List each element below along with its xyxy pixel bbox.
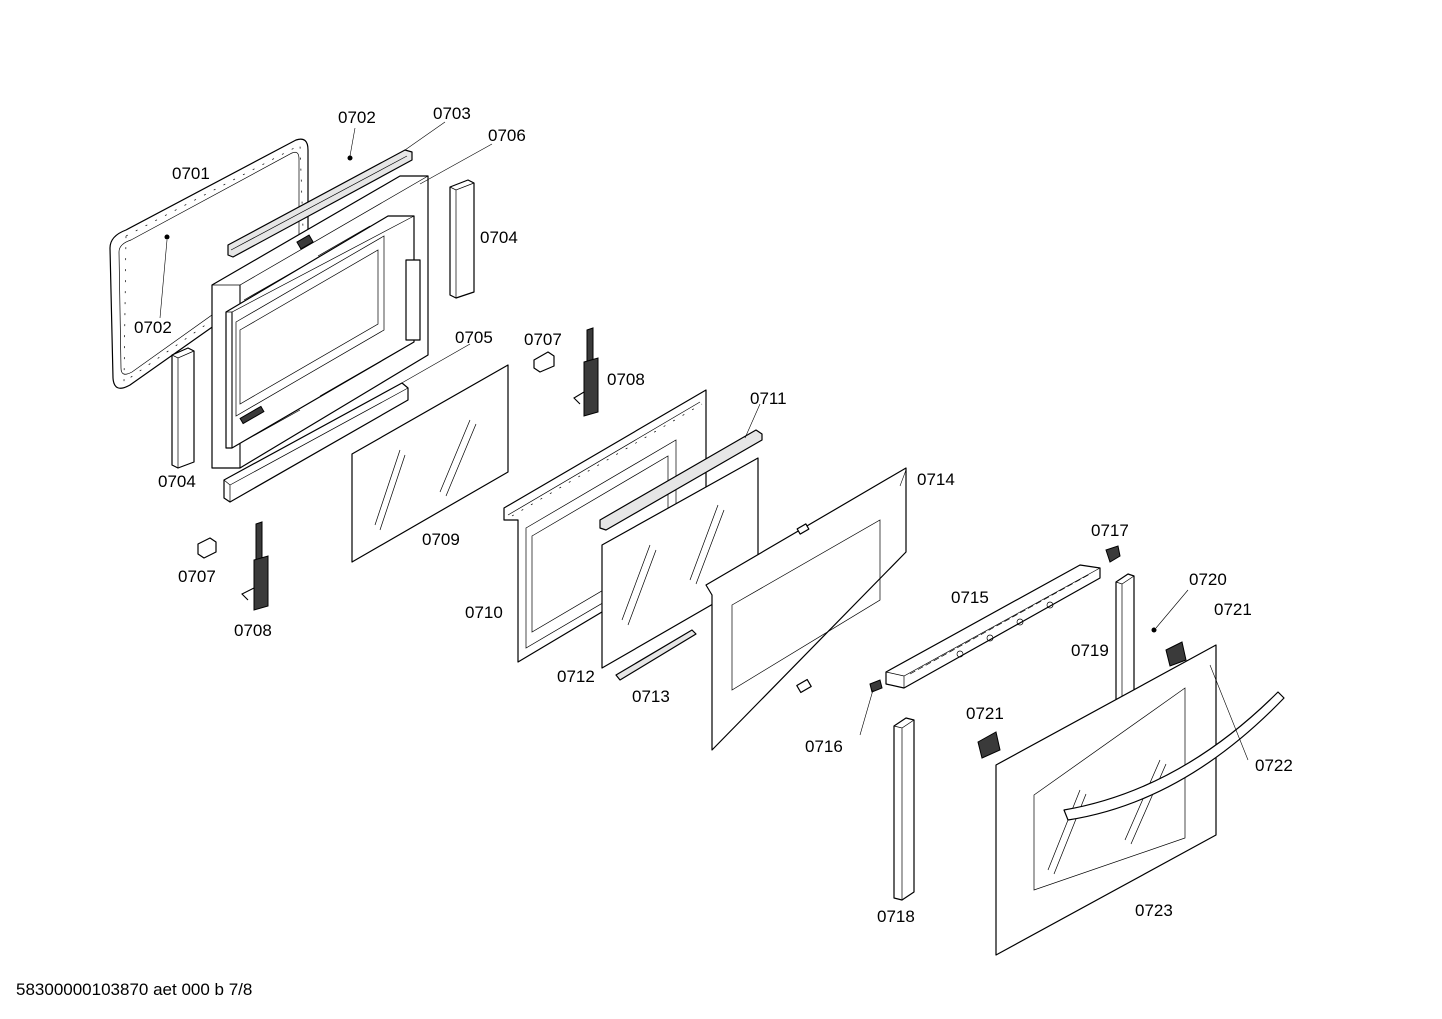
part-0721-handle-bracket-left	[977, 731, 1001, 759]
part-0704-side-trim-right	[449, 179, 475, 299]
callout-0712: 0712	[557, 667, 595, 686]
part-0715-vent-bar	[885, 564, 1101, 689]
callout-0710: 0710	[465, 603, 503, 622]
callout-0701: 0701	[172, 164, 210, 183]
callout-0706: 0706	[488, 126, 526, 145]
part-0713-bottom-rail	[615, 629, 697, 681]
part-0716-clip	[869, 679, 883, 693]
callout-0705: 0705	[455, 328, 493, 347]
part-0718-side-profile-left	[893, 717, 915, 901]
callout-0721-right: 0721	[1214, 600, 1252, 619]
part-0706-inner-frame	[211, 175, 429, 469]
part-0709-glass-pane	[351, 364, 509, 563]
callout-0721-left: 0721	[966, 704, 1004, 723]
callout-0711: 0711	[750, 389, 787, 408]
part-0717-bracket	[1105, 545, 1121, 563]
part-0707-clip-upper	[533, 351, 555, 373]
callout-0703: 0703	[433, 104, 471, 123]
callout-0707-upper: 0707	[524, 330, 562, 349]
callout-0718: 0718	[877, 907, 915, 926]
part-0702-screw-top	[347, 155, 353, 161]
callout-0704-right: 0704	[480, 228, 518, 247]
callout-0717: 0717	[1091, 521, 1129, 540]
part-0708-hinge-lower	[241, 521, 269, 611]
part-0708-hinge-upper	[573, 327, 599, 417]
part-0711-glass-rail	[599, 429, 763, 531]
callout-0704-left: 0704	[158, 472, 196, 491]
callout-0723: 0723	[1135, 901, 1173, 920]
part-0704-side-trim-left	[171, 347, 195, 469]
callout-0716: 0716	[805, 737, 843, 756]
part-0720-screw	[1151, 627, 1157, 633]
callout-0719: 0719	[1071, 641, 1109, 660]
callout-0722: 0722	[1255, 756, 1293, 775]
callout-0715: 0715	[951, 588, 989, 607]
part-0702-screw-left	[164, 234, 170, 240]
callout-labels: 0701 0702 0703 0706 0704 0702 0705 0707 …	[134, 104, 1293, 926]
callout-0707-lower: 0707	[178, 567, 216, 586]
callout-0702-top: 0702	[338, 108, 376, 127]
callout-0702-left: 0702	[134, 318, 172, 337]
part-0719-side-profile-right	[1115, 573, 1135, 703]
callout-0708-lower: 0708	[234, 621, 272, 640]
part-0722-handle	[1063, 691, 1285, 821]
part-0707-clip-lower	[197, 537, 217, 559]
callout-0713: 0713	[632, 687, 670, 706]
drawing-reference-number: 58300000103870 aet 000 b 7/8	[16, 980, 253, 999]
callout-0709: 0709	[422, 530, 460, 549]
callout-0714: 0714	[917, 470, 955, 489]
part-0714-inner-panel	[705, 467, 907, 751]
callout-0720: 0720	[1189, 570, 1227, 589]
callout-0708-upper: 0708	[607, 370, 645, 389]
part-0721-handle-bracket-right	[1165, 641, 1187, 667]
leader-lines	[159, 121, 1249, 761]
